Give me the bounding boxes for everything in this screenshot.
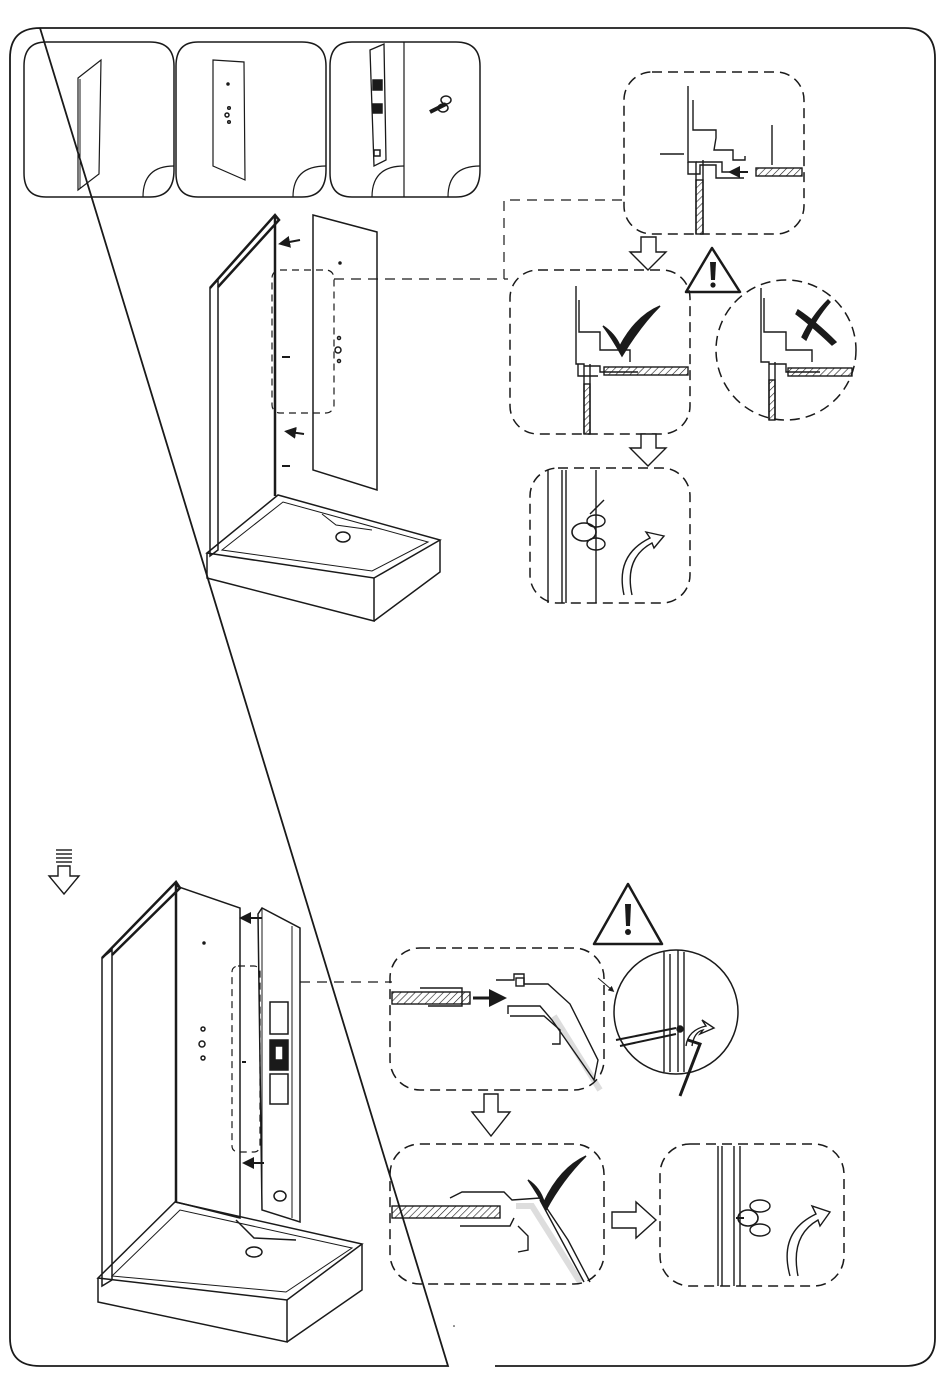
glass-panel xyxy=(210,280,218,556)
cabin-top-step xyxy=(207,215,440,621)
column-panel-bottom xyxy=(270,1074,288,1104)
part-card-glass-panel xyxy=(24,42,174,197)
cabin-bottom-step xyxy=(98,882,362,1342)
down-arrow-icon xyxy=(630,434,666,466)
shower-tray xyxy=(207,495,440,578)
right-arrow-icon xyxy=(612,1202,656,1238)
part-card-back-wall xyxy=(176,42,326,197)
part-card-column-profile xyxy=(330,42,480,197)
profile-push-in-detail xyxy=(390,948,604,1090)
checkmark-icon xyxy=(603,306,660,356)
back-wall-panel xyxy=(313,215,377,490)
wrong-fit-detail xyxy=(716,280,856,420)
drain-icon xyxy=(246,1247,262,1257)
printer-mark xyxy=(453,1325,455,1327)
glass-panel-drawing xyxy=(78,60,101,190)
page-border xyxy=(10,28,935,1366)
wing-screw-tightening-detail xyxy=(660,1144,844,1286)
back-wall-panel xyxy=(176,886,240,1218)
detail-lens xyxy=(272,270,334,413)
profile-slide-in-detail xyxy=(624,72,804,234)
warning-icon xyxy=(686,248,740,292)
drain-icon xyxy=(336,532,350,542)
rotate-arrow-icon xyxy=(787,1206,830,1276)
down-arrow-icon xyxy=(472,1094,510,1136)
allen-key-detail xyxy=(598,950,738,1096)
wing-screw-icon xyxy=(736,1200,770,1236)
detail-lens xyxy=(232,966,260,1152)
parts-row xyxy=(24,42,480,197)
glass-panel xyxy=(102,950,112,1286)
warning-icon xyxy=(594,884,662,944)
next-step-arrow-icon xyxy=(49,850,79,894)
screw-arrows xyxy=(282,240,304,466)
wing-screw-tightening-detail xyxy=(530,468,690,603)
wing-screw-icon xyxy=(572,500,605,550)
column-panel-top xyxy=(270,1002,288,1034)
wing-screw-icon xyxy=(430,96,451,112)
correct-fit-detail xyxy=(510,270,690,434)
cross-icon xyxy=(796,300,836,345)
correct-seat-detail xyxy=(390,1144,604,1284)
allen-key-icon xyxy=(680,1040,700,1096)
down-arrow-icon xyxy=(630,237,666,270)
rotate-arrow-icon xyxy=(622,532,664,595)
checkmark-icon xyxy=(528,1156,586,1210)
